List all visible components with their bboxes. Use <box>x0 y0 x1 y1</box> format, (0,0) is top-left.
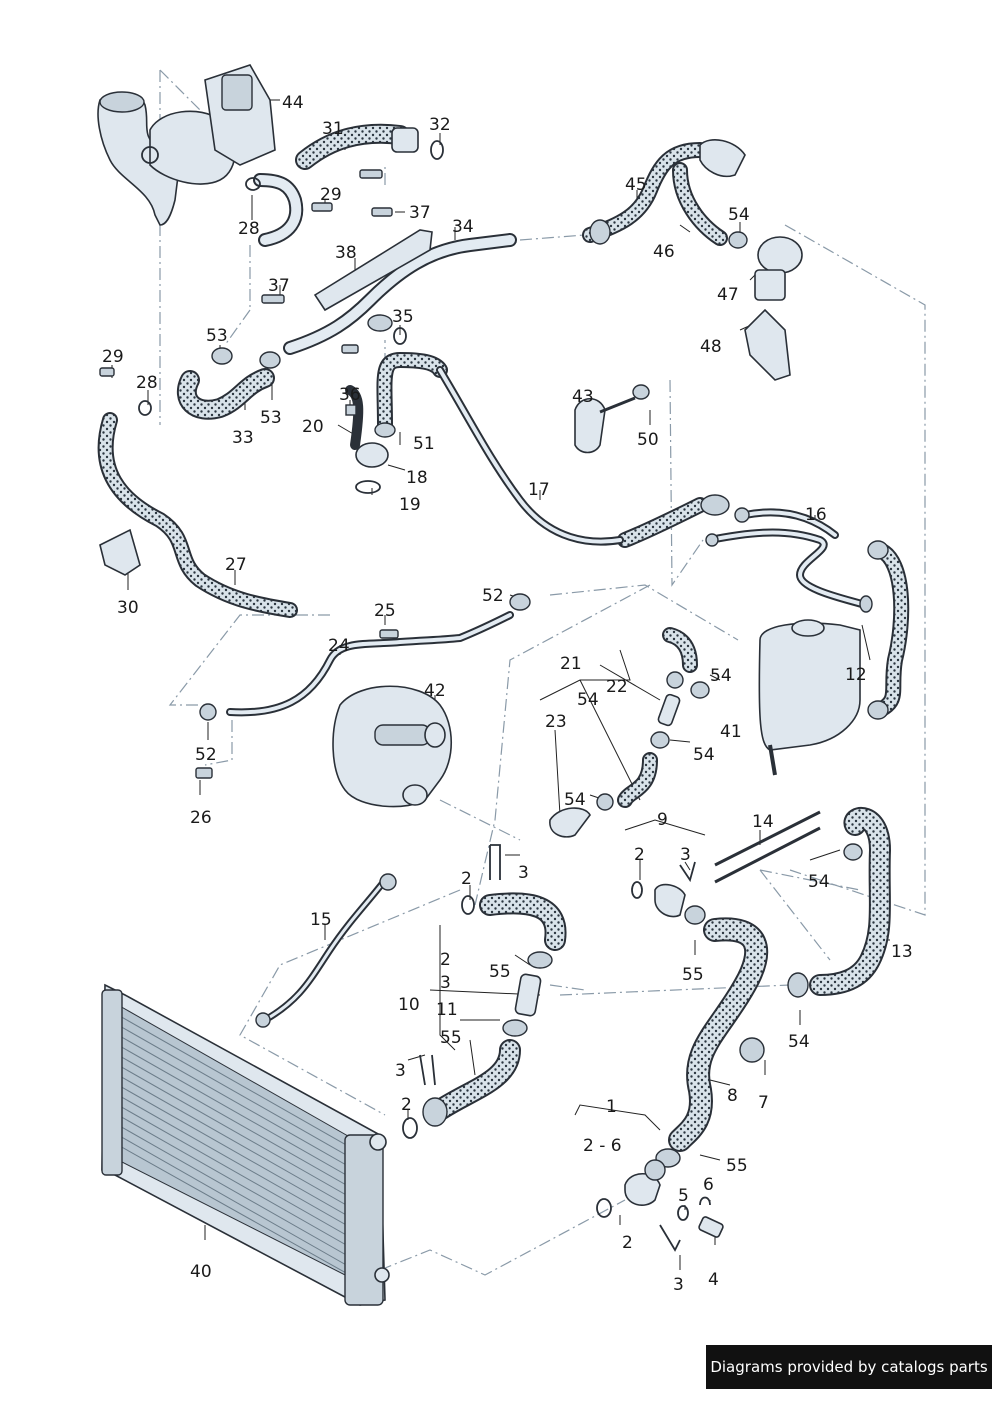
part-label: 18 <box>406 468 428 488</box>
part-label: 11 <box>436 1000 458 1020</box>
part-label: 8 <box>727 1086 738 1106</box>
part-label: 43 <box>572 387 594 407</box>
part-label: 22 <box>606 677 628 697</box>
part-label: 2 <box>440 950 451 970</box>
part-label: 36 <box>339 385 361 405</box>
part-label: 33 <box>232 428 254 448</box>
part-label: 4 <box>708 1270 719 1290</box>
part-label: 52 <box>482 586 504 606</box>
part-label: 3 <box>673 1275 684 1295</box>
part-label: 17 <box>528 480 550 500</box>
part-label: 16 <box>805 505 827 525</box>
part-label: 35 <box>392 307 414 327</box>
part-label: 46 <box>653 242 675 262</box>
part-label: 19 <box>399 495 421 515</box>
part-label: 54 <box>693 745 715 765</box>
part-label: 42 <box>424 681 446 701</box>
part-label: 55 <box>489 962 511 982</box>
part-label: 53 <box>260 408 282 428</box>
part-label: 40 <box>190 1262 212 1282</box>
part-label: 24 <box>328 636 350 656</box>
part-label: 3 <box>395 1061 406 1081</box>
credit-banner: Diagrams provided by catalogs parts <box>706 1345 992 1389</box>
part-label: 54 <box>788 1032 810 1052</box>
part-label: 9 <box>657 810 668 830</box>
part-label: 55 <box>440 1028 462 1048</box>
part-label: 53 <box>206 326 228 346</box>
hoses <box>97 123 910 1152</box>
part-label: 50 <box>637 430 659 450</box>
part-label: 6 <box>703 1175 714 1195</box>
part-label: 26 <box>190 808 212 828</box>
part-labels: 44 31 32 29 28 37 34 38 37 35 53 53 33 2… <box>102 93 913 1295</box>
part-label: 3 <box>680 845 691 865</box>
part-label: 14 <box>752 812 774 832</box>
part-label: 15 <box>310 910 332 930</box>
assembly-lines <box>159 69 926 1276</box>
part-label: 25 <box>374 601 396 621</box>
part-label: 3 <box>518 863 529 883</box>
part-label: 48 <box>700 337 722 357</box>
part-label: 38 <box>335 243 357 263</box>
part-label: 13 <box>891 942 913 962</box>
part-label: 29 <box>320 185 342 205</box>
part-label: 32 <box>429 115 451 135</box>
part-label: 37 <box>409 203 431 223</box>
part-label: 31 <box>322 119 344 139</box>
part-label: 54 <box>808 872 830 892</box>
part-label: 21 <box>560 654 582 674</box>
part-label: 1 <box>606 1097 617 1117</box>
part-label: 23 <box>545 712 567 732</box>
part-label: 44 <box>282 93 304 113</box>
part-label: 47 <box>717 285 739 305</box>
part-label: 41 <box>720 722 742 742</box>
part-label: 54 <box>710 666 732 686</box>
part-label: 30 <box>117 598 139 618</box>
part-label: 12 <box>845 665 867 685</box>
part-label: 7 <box>758 1093 769 1113</box>
part-label: 51 <box>413 434 435 454</box>
part-label: 52 <box>195 745 217 765</box>
part-label: 54 <box>577 690 599 710</box>
part-label: 45 <box>625 175 647 195</box>
part-label: 10 <box>398 995 420 1015</box>
part-label: 27 <box>225 555 247 575</box>
part-label: 2 <box>622 1233 633 1253</box>
radiator <box>101 983 390 1306</box>
part-label: 2 <box>461 869 472 889</box>
part-label: 55 <box>726 1156 748 1176</box>
part-label: 29 <box>102 347 124 367</box>
part-label: 3 <box>440 973 451 993</box>
part-label: 20 <box>302 417 324 437</box>
part-label: 2 <box>634 845 645 865</box>
part-label: 2 - 6 <box>583 1136 622 1156</box>
part-label: 55 <box>682 965 704 985</box>
part-label: 37 <box>268 276 290 296</box>
part-label: 28 <box>238 219 260 239</box>
parts <box>97 64 889 1252</box>
part-label: 34 <box>452 217 474 237</box>
part-label: 2 <box>401 1095 412 1115</box>
part-label: 5 <box>678 1186 689 1206</box>
part-label: 54 <box>728 205 750 225</box>
pipes <box>226 173 869 1024</box>
part-label: 28 <box>136 373 158 393</box>
part-label: 54 <box>564 790 586 810</box>
